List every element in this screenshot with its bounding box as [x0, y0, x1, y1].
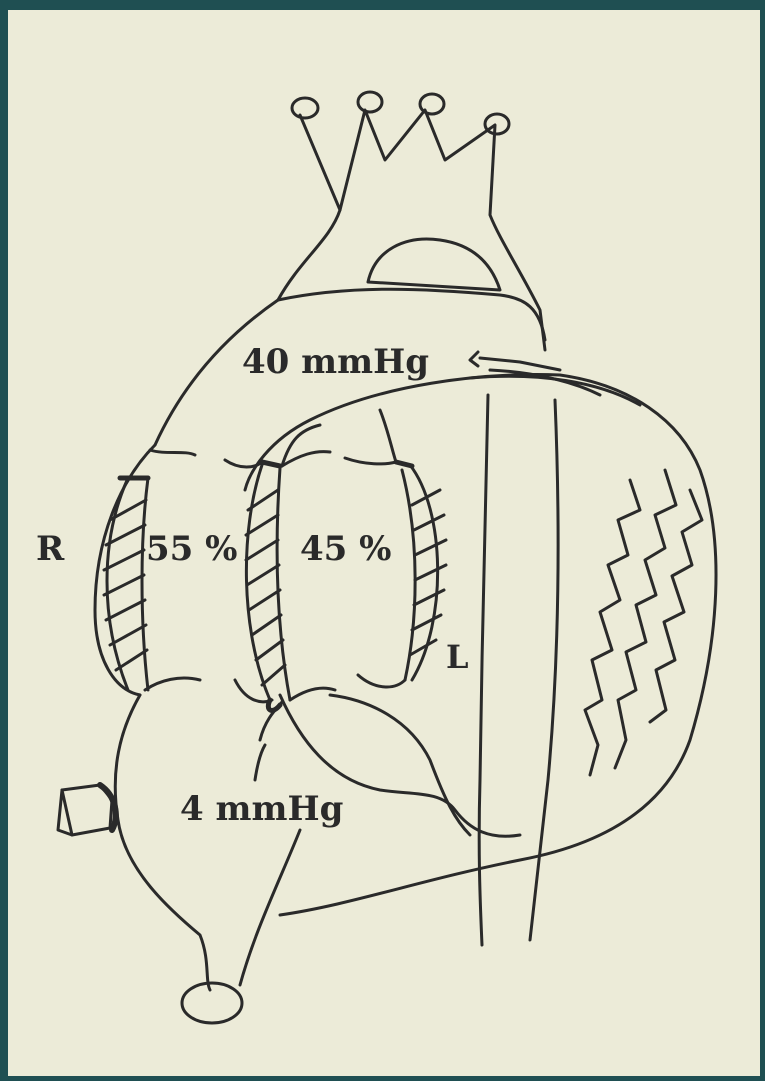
middle-valve [225, 452, 335, 711]
chamber-septum [195, 425, 470, 835]
zigzag-vessels [585, 470, 702, 775]
left-fraction-label: 45 % [300, 532, 391, 566]
aortic-arch [278, 92, 545, 350]
right-fraction-label: 55 % [146, 532, 237, 566]
left-side-label: L [446, 641, 469, 673]
heart-outline [95, 289, 716, 1023]
atrial-pressure-label: 4 mmHg [180, 792, 343, 826]
aortic-pressure-label: 40 mmHg [242, 345, 429, 379]
descending-vessels [479, 395, 558, 945]
right-valve [104, 450, 200, 690]
right-side-label: R [36, 532, 64, 566]
